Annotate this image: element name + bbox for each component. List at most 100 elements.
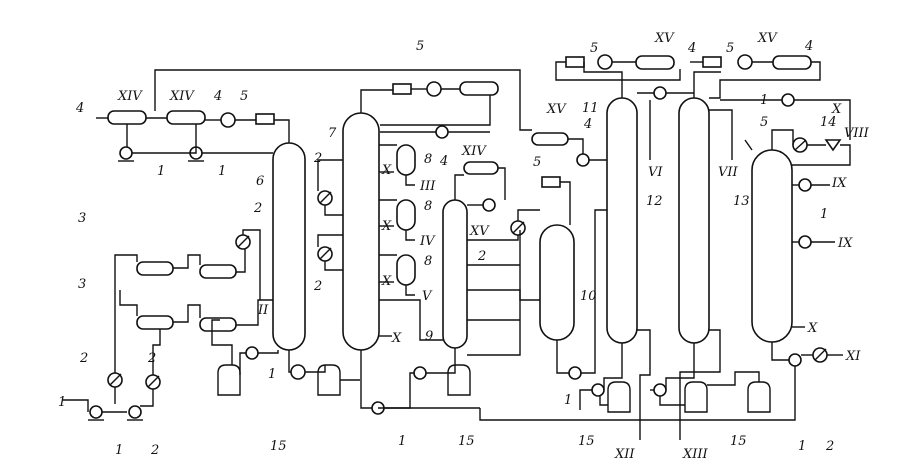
cooler-2-col13 <box>812 347 828 363</box>
label-x: X <box>381 219 392 234</box>
label-2: 2 <box>825 439 834 454</box>
cooler-2-col6 <box>235 234 251 250</box>
label-1: 1 <box>760 93 768 108</box>
label-7: 7 <box>328 126 337 141</box>
label-ix: IX <box>837 236 853 251</box>
label-1: 1 <box>564 393 572 408</box>
label-15: 15 <box>270 439 287 454</box>
condenser-5-col13 <box>792 137 808 153</box>
label-4: 4 <box>687 41 696 56</box>
column-12 <box>678 97 710 344</box>
label-x: X <box>807 321 818 336</box>
label-x: X <box>831 102 842 117</box>
label-15: 15 <box>578 434 595 449</box>
label-ii: II <box>257 303 269 318</box>
label-8: 8 <box>424 199 432 214</box>
drum-4f <box>635 55 675 70</box>
pump-1-col6-bottom <box>290 364 306 380</box>
condenser-5-col10 <box>541 176 561 188</box>
pump-col10-top <box>576 153 590 167</box>
label-xv: XV <box>469 224 490 239</box>
labels: 1 1 2 2 2 3 3 4 XIV XIV 4 5 1 1 6 2 II 1… <box>58 31 870 462</box>
label-xii: XII <box>614 447 635 462</box>
label-10: 10 <box>580 289 597 304</box>
pump-1-top-a <box>118 146 134 162</box>
drum-4c <box>459 81 499 96</box>
label-5: 5 <box>416 39 424 54</box>
label-4: 4 <box>804 39 813 54</box>
separator-8a <box>396 144 416 176</box>
label-xiv: XIV <box>169 89 195 104</box>
column-6 <box>272 142 306 351</box>
pump-col13-side <box>798 178 812 192</box>
condenser-5-col11 <box>565 54 613 70</box>
label-viii: VIII <box>844 126 870 141</box>
label-11: 11 <box>582 101 599 116</box>
label-1: 1 <box>115 443 123 458</box>
label-xv: XV <box>757 31 778 46</box>
label-1: 1 <box>218 164 226 179</box>
piping <box>62 61 851 440</box>
label-6: 6 <box>256 174 264 189</box>
label-2: 2 <box>477 249 486 264</box>
exchanger-3b <box>199 264 237 279</box>
label-xiv: XIV <box>117 89 143 104</box>
separator-8b <box>396 199 416 231</box>
label-2: 2 <box>147 351 156 366</box>
label-1: 1 <box>157 164 165 179</box>
label-iv: IV <box>419 234 436 249</box>
drum-4a <box>107 110 147 125</box>
drum-4e <box>531 132 569 146</box>
label-2: 2 <box>253 201 262 216</box>
label-13: 13 <box>733 194 750 209</box>
label-5: 5 <box>760 115 768 130</box>
pump-1-col13 <box>788 353 802 367</box>
label-12: 12 <box>646 194 663 209</box>
label-15: 15 <box>458 434 475 449</box>
column-9 <box>442 199 468 349</box>
pump-1-col6 <box>245 346 259 360</box>
label-x: X <box>381 274 392 289</box>
label-xiii: XIII <box>682 447 709 462</box>
pump-1-col12 <box>653 383 667 397</box>
label-2: 2 <box>79 351 88 366</box>
pump-col9-top <box>482 198 496 212</box>
pump-1-col10 <box>568 366 582 380</box>
exchanger-3c <box>136 315 174 330</box>
label-8: 8 <box>424 254 432 269</box>
label-4: 4 <box>75 101 84 116</box>
drum-4b <box>166 110 206 125</box>
tank-15d <box>607 381 631 413</box>
label-2: 2 <box>150 443 159 458</box>
label-15: 15 <box>730 434 747 449</box>
exchanger-3a <box>136 261 174 276</box>
tank-15e <box>684 381 708 413</box>
label-5: 5 <box>590 41 598 56</box>
label-3: 3 <box>78 277 86 292</box>
label-xv: XV <box>654 31 675 46</box>
cooler-2-left-b <box>145 374 161 390</box>
pump-col13-mid <box>798 235 812 249</box>
label-1: 1 <box>398 434 406 449</box>
label-vi: VI <box>648 165 663 180</box>
valve-14 <box>824 139 842 152</box>
pump-1-col11 <box>591 383 605 397</box>
label-ix: IX <box>831 176 847 191</box>
separator-8c <box>396 254 416 286</box>
tank-15b <box>317 364 341 396</box>
pump-col7-top <box>435 125 449 139</box>
label-1: 1 <box>820 207 828 222</box>
cooler-2-col9 <box>510 220 526 236</box>
label-xi: XI <box>845 349 861 364</box>
label-4: 4 <box>583 117 592 132</box>
cooler-2-left-a <box>107 372 123 388</box>
label-5: 5 <box>533 155 541 170</box>
drum-4g <box>772 55 812 70</box>
tank-15f <box>747 381 771 413</box>
label-x: X <box>381 163 392 178</box>
label-14: 14 <box>820 115 837 130</box>
pump-col11-top <box>653 86 667 100</box>
condenser-5-col12 <box>702 54 753 70</box>
